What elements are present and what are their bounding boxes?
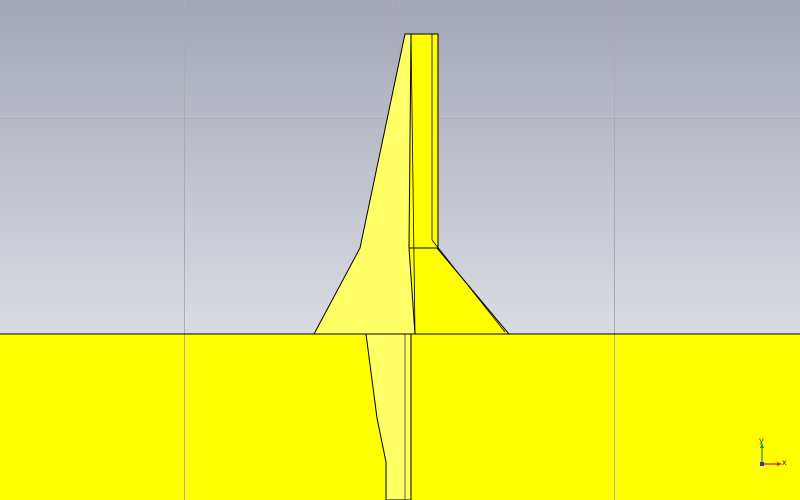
feed-stem-inner-edge [410,33,416,335]
y-axis-label: y [759,436,764,445]
origin-marker [760,462,764,466]
x-axis-label: x [782,458,787,467]
x-axis-arrow [777,462,782,466]
feed-structure[interactable] [313,33,511,500]
axis-triad: y x [752,436,792,472]
feed-flare-edge [431,239,506,333]
y-axis-arrow [760,443,764,448]
